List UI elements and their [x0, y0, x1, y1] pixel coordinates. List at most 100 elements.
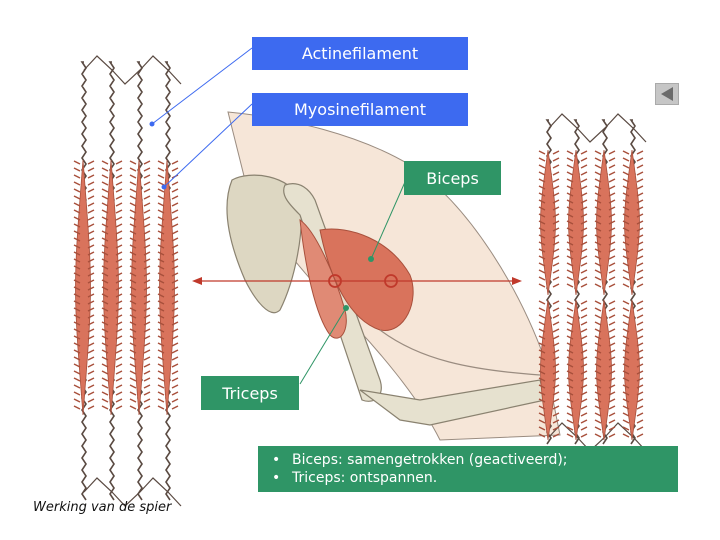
myosin-head: [73, 160, 95, 165]
myosin-head: [157, 167, 179, 172]
myosin-head: [566, 185, 588, 190]
myosin-head: [622, 342, 644, 347]
myosin-head: [101, 237, 123, 242]
myosin-head: [622, 349, 644, 354]
myosin-head: [566, 269, 588, 274]
myosin-head: [594, 398, 616, 403]
myosin-head: [73, 405, 95, 410]
myosin-head: [73, 384, 95, 389]
myosin-head: [566, 206, 588, 211]
myosin-head: [157, 328, 179, 333]
myosin-head: [622, 227, 644, 232]
myosin-head: [538, 391, 560, 396]
myosin-head: [129, 349, 151, 354]
myosin-head: [129, 328, 151, 333]
myosin-head: [622, 157, 644, 162]
myosin-head: [622, 220, 644, 225]
myosin-head: [73, 286, 95, 291]
myosin-head: [538, 199, 560, 204]
info-list: Biceps: samengetrokken (geactiveerd); Tr…: [266, 451, 678, 487]
myosin-head: [594, 377, 616, 382]
myosin-head: [622, 356, 644, 361]
actine-filament-label: Actinefilament: [252, 37, 468, 70]
myosin-head: [101, 160, 123, 165]
myosin-head: [594, 412, 616, 417]
myosin-head: [566, 328, 588, 333]
myosin-head: [101, 342, 123, 347]
myosin-head: [594, 185, 616, 190]
myosin-head: [157, 195, 179, 200]
myosin-head: [157, 216, 179, 221]
myosin-filament: [159, 159, 175, 416]
myosin-head: [73, 314, 95, 319]
myosin-head: [538, 220, 560, 225]
myosin-head: [538, 426, 560, 431]
myosin-head: [622, 300, 644, 305]
myosin-head: [73, 321, 95, 326]
myosin-head: [129, 279, 151, 284]
myosin-head: [594, 269, 616, 274]
myosin-head: [594, 178, 616, 183]
myosin-head: [73, 265, 95, 270]
myosin-head: [129, 384, 151, 389]
myosin-head: [538, 433, 560, 438]
myosin-head: [566, 349, 588, 354]
myosin-head: [101, 293, 123, 298]
myosin-head: [538, 171, 560, 176]
myosin-head: [622, 199, 644, 204]
back-button[interactable]: [655, 83, 679, 105]
myosin-head: [129, 265, 151, 270]
myosin-head: [157, 300, 179, 305]
myosin-head: [538, 157, 560, 162]
myosin-head: [622, 178, 644, 183]
myosin-head: [129, 160, 151, 165]
myosin-head: [622, 377, 644, 382]
myosin-head: [622, 335, 644, 340]
myosin-head: [566, 192, 588, 197]
myosin-head: [157, 321, 179, 326]
myosin-head: [157, 384, 179, 389]
myosin-head: [101, 286, 123, 291]
myosin-head: [101, 398, 123, 403]
myosin-head: [129, 307, 151, 312]
myosin-head: [73, 258, 95, 263]
biceps-label: Biceps: [404, 161, 501, 195]
myosin-head: [538, 349, 560, 354]
myosin-head: [594, 241, 616, 246]
myosin-head: [594, 213, 616, 218]
myosin-head: [101, 216, 123, 221]
myosin-head: [594, 335, 616, 340]
myosin-head: [101, 167, 123, 172]
myosin-head: [73, 349, 95, 354]
myosin-head: [129, 356, 151, 361]
myosin-head: [594, 262, 616, 267]
myosin-head: [129, 398, 151, 403]
myosin-head: [157, 342, 179, 347]
myosin-head: [566, 300, 588, 305]
myosin-head: [157, 356, 179, 361]
myosin-head: [538, 405, 560, 410]
myosin-head: [101, 335, 123, 340]
myosin-head: [566, 335, 588, 340]
myosin-head: [566, 398, 588, 403]
myosin-head: [101, 349, 123, 354]
myosin-head: [101, 321, 123, 326]
myosin-head: [101, 244, 123, 249]
myosin-head: [101, 370, 123, 375]
myosin-head: [73, 328, 95, 333]
myosin-head: [622, 185, 644, 190]
myosin-head: [101, 377, 123, 382]
myosin-head: [538, 370, 560, 375]
myosin-head: [594, 171, 616, 176]
myosin-head: [566, 234, 588, 239]
myosin-head: [101, 363, 123, 368]
myosin-head: [566, 391, 588, 396]
info-item-biceps: Biceps: samengetrokken (geactiveerd);: [266, 451, 678, 469]
myosin-head: [566, 248, 588, 253]
myosin-head: [129, 167, 151, 172]
myosin-head: [73, 279, 95, 284]
myosin-head: [73, 307, 95, 312]
myosin-head: [101, 174, 123, 179]
myosin-head: [538, 206, 560, 211]
